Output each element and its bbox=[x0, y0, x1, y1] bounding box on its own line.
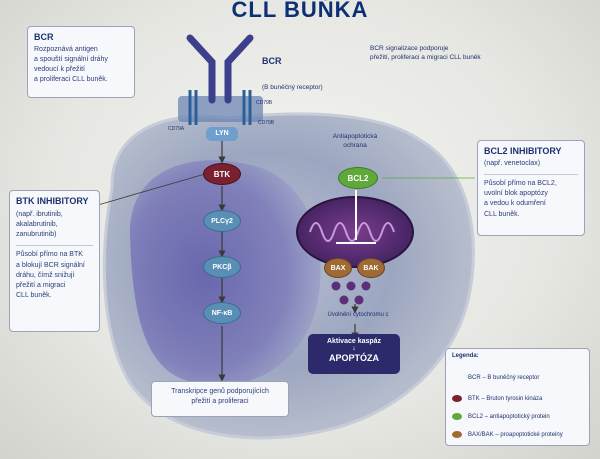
page-title: CLL BUŇKA bbox=[231, 0, 369, 22]
legend-label-bcr: BCR – B buněčný receptor bbox=[468, 375, 540, 381]
bcl2-legend-icon bbox=[452, 413, 462, 420]
baxbak-legend-icon bbox=[452, 431, 462, 438]
plcg2-node: PLCγ2 bbox=[203, 210, 241, 232]
bcr-box-heading: BCR bbox=[34, 32, 54, 42]
bcl2-box-heading: BCL2 INHIBITORY bbox=[484, 146, 562, 156]
bcl2-inhibitor-box: BCL2 INHIBITORY (např. venetoclax) Působ… bbox=[477, 140, 585, 236]
cd79b-label: CD79B bbox=[258, 120, 275, 126]
cd79a-label: CD79A bbox=[168, 126, 185, 132]
btk-box-text: Působí přímo na BTK a blokují BCR signál… bbox=[16, 251, 85, 299]
bcr-signal-text: BCR signalizace podporuje přežití, proli… bbox=[370, 45, 481, 62]
apoptosis-box: Aktivace kaspáz ↓ APOPTÓZA bbox=[308, 334, 400, 374]
bak-node: BAK bbox=[357, 258, 385, 278]
btk-box-examples: (např. ibrutinib, akalabrutinib, zanubru… bbox=[16, 211, 63, 239]
legend-label-bcl2: BCL2 – antiapoptotický protein bbox=[468, 413, 550, 420]
cd79b-top-label: CD79B bbox=[256, 100, 273, 106]
cytochrome-c-dots bbox=[331, 281, 371, 305]
legend-item-bcr: BCR – B buněčný receptor bbox=[452, 375, 539, 381]
pkcb-node: PKCβ bbox=[203, 256, 241, 278]
legend-item-btk: BTK – Bruton tyrosin kináza bbox=[452, 395, 542, 402]
bcl2-node: BCL2 bbox=[338, 167, 378, 189]
transcription-box: Transkripce genů podporujících přežití a… bbox=[151, 381, 289, 417]
btk-legend-icon bbox=[452, 395, 462, 402]
btk-box-heading: BTK INHIBITORY bbox=[16, 196, 89, 206]
legend-box: Legenda: BCR – B buněčný receptor BTK – … bbox=[445, 348, 590, 446]
lyn-node: LYN bbox=[206, 127, 238, 141]
bax-node: BAX bbox=[324, 258, 352, 278]
bcr-info-box: BCR Rozpoznává antigen a spouští signáln… bbox=[27, 26, 135, 98]
cytochrome-label: Uvolnění cytochromu c bbox=[327, 312, 389, 318]
legend-label-btk: BTK – Bruton tyrosin kináza bbox=[468, 395, 543, 402]
bcr-label-title: BCR bbox=[262, 56, 282, 66]
bcr-label-subtitle: (B buněčný receptor) bbox=[262, 84, 323, 91]
btk-inhibitor-box: BTK INHIBITORY (např. ibrutinib, akalabr… bbox=[9, 190, 100, 332]
legend-item-bcl2: BCL2 – antiapoptotický protein bbox=[452, 413, 550, 420]
bcr-box-text: Rozpoznává antigen a spouští signální dr… bbox=[34, 46, 108, 84]
antiapoptotic-label: Antiapoptotická ochrana bbox=[332, 133, 378, 149]
legend-title: Legenda: bbox=[452, 353, 479, 359]
bcr-label: BCR (B buněčný receptor) bbox=[262, 38, 323, 109]
caspase-line: Aktivace kaspáz bbox=[326, 338, 382, 345]
nfkb-node: NF-κB bbox=[203, 302, 241, 324]
apoptosis-line: APOPTÓZA bbox=[328, 353, 379, 363]
bcl2-box-text: Působí přímo na BCL2, uvolní blok apoptó… bbox=[484, 180, 557, 218]
legend-label-baxbak: BAX/BAK – proapoptotické proteiny bbox=[468, 431, 563, 438]
caspase-arrow: ↓ bbox=[352, 345, 356, 352]
cd79-chains bbox=[188, 90, 252, 125]
legend-item-baxbak: BAX/BAK – proapoptotické proteiny bbox=[452, 431, 563, 438]
bcl2-box-examples: (např. venetoclax) bbox=[484, 160, 541, 167]
bcr-receptor bbox=[186, 34, 254, 104]
btk-node: BTK bbox=[203, 163, 241, 185]
